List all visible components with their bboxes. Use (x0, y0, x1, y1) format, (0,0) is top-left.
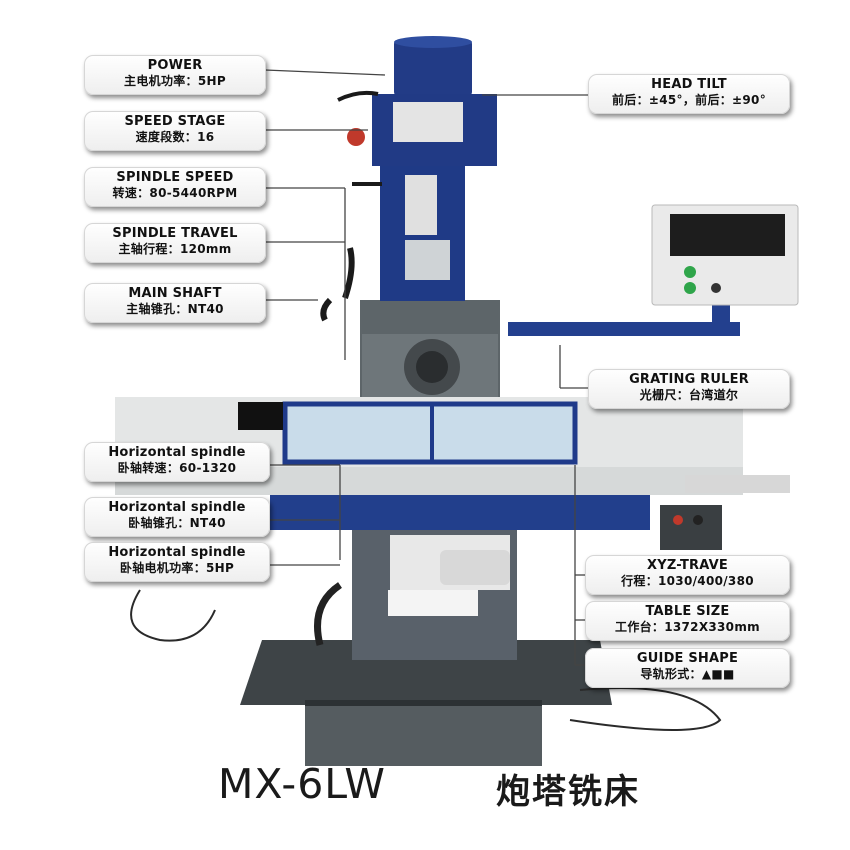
spec-value: 光栅尺：台湾道尔 (639, 388, 739, 402)
spec-callout-xyz-travel: XYZ-TRAVE 行程：1030/400/380 (585, 555, 790, 595)
spec-label: SPINDLE SPEED (116, 170, 234, 185)
spec-callout-horizontal-spindle-power: Horizontal spindle 卧轴电机功率：5HP (84, 542, 270, 582)
spec-value: 主轴锥孔：NT40 (126, 302, 224, 316)
spec-label: TABLE SIZE (645, 604, 730, 619)
spec-label: XYZ-TRAVE (647, 558, 728, 573)
spec-value: 卧轴锥孔：NT40 (128, 516, 226, 530)
spec-value: 卧轴电机功率：5HP (119, 561, 235, 575)
machine-table (115, 397, 790, 550)
spec-callout-head-tilt: HEAD TILT 前后：±45°，前后：±90° (588, 74, 790, 114)
spec-callout-grating-ruler: GRATING RULER 光栅尺：台湾道尔 (588, 369, 790, 409)
spec-label: SPEED STAGE (124, 114, 226, 129)
spec-value: 主电机功率：5HP (124, 74, 226, 88)
product-name: 炮塔铣床 (496, 772, 640, 812)
dro-unit (508, 204, 799, 336)
spec-label: SPINDLE TRAVEL (112, 226, 238, 241)
spec-value: 工作台：1372X330mm (615, 620, 760, 634)
spec-label: HEAD TILT (651, 77, 727, 92)
spec-value: 卧轴转速：60-1320 (117, 461, 237, 475)
spec-label: Horizontal spindle (108, 500, 246, 515)
machine-column (352, 300, 517, 660)
machine-base (240, 640, 612, 766)
spec-callout-horizontal-spindle-taper: Horizontal spindle 卧轴锥孔：NT40 (84, 497, 270, 537)
spec-callout-speed-stage: SPEED STAGE 速度段数：16 (84, 111, 266, 151)
spec-label: GUIDE SHAPE (636, 651, 739, 666)
machine-cables (130, 582, 722, 731)
spec-label: MAIN SHAFT (128, 286, 222, 301)
spec-label: POWER (147, 58, 203, 73)
callout-leaders (264, 69, 588, 666)
spec-callout-spindle-travel: SPINDLE TRAVEL 主轴行程：120mm (84, 223, 266, 263)
spec-callout-guide-shape: GUIDE SHAPE 导轨形式：▲■■ (585, 648, 790, 688)
spec-label: GRATING RULER (629, 372, 749, 387)
spec-value: 速度段数：16 (135, 130, 215, 144)
spec-callout-main-shaft: MAIN SHAFT 主轴锥孔：NT40 (84, 283, 266, 323)
spec-value: 转速：80-5440RPM (112, 186, 238, 200)
spec-value: 行程：1030/400/380 (621, 574, 754, 588)
machine-head (320, 36, 497, 322)
spec-label: Horizontal spindle (108, 545, 246, 560)
spec-callout-table-size: TABLE SIZE 工作台：1372X330mm (585, 601, 790, 641)
spec-callout-power: POWER 主电机功率：5HP (84, 55, 266, 95)
spec-label: Horizontal spindle (108, 445, 246, 460)
spec-value: 主轴行程：120mm (118, 242, 232, 256)
product-model: MX-6LW (218, 760, 386, 808)
spec-callout-spindle-speed: SPINDLE SPEED 转速：80-5440RPM (84, 167, 266, 207)
spec-callout-horizontal-spindle-speed: Horizontal spindle 卧轴转速：60-1320 (84, 442, 270, 482)
spec-value: 前后：±45°，前后：±90° (611, 93, 766, 107)
spec-value: 导轨形式：▲■■ (640, 667, 735, 681)
